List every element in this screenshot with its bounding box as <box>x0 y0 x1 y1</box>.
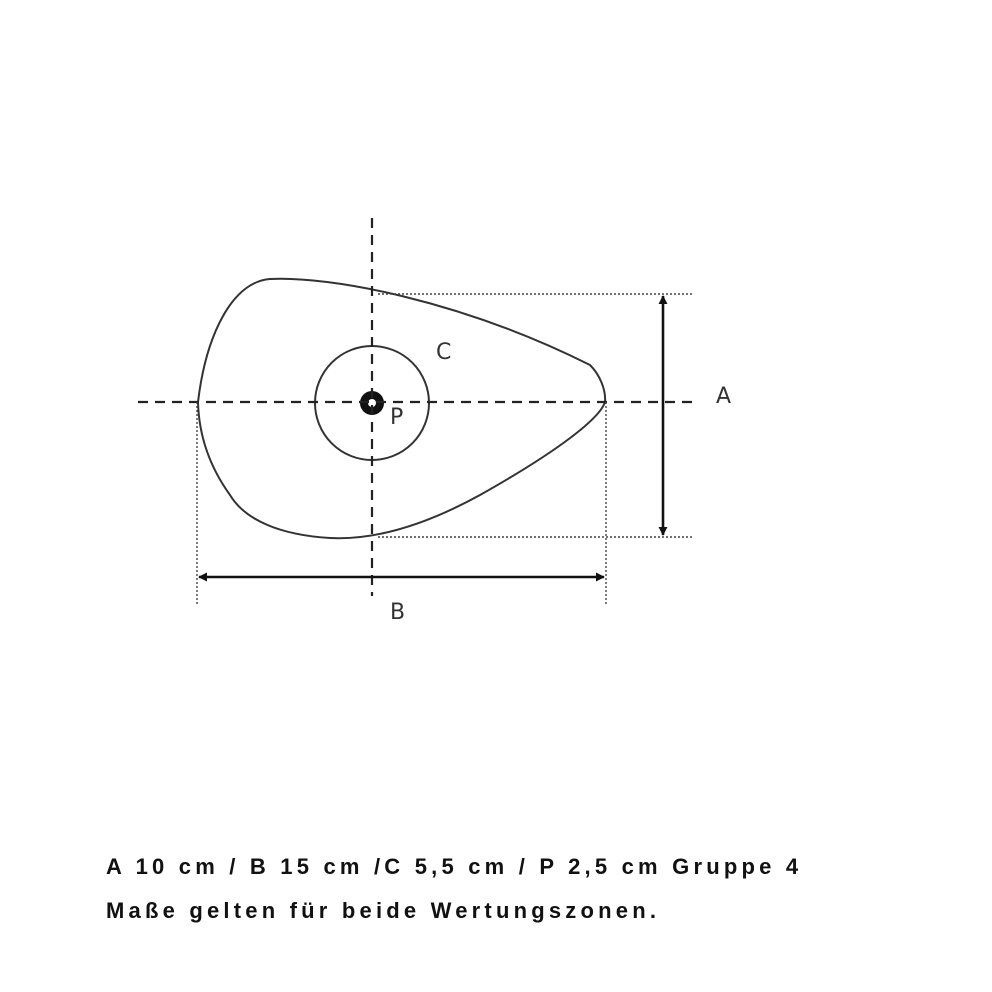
caption-dimensions: A 10 cm / B 15 cm /C 5,5 cm / P 2,5 cm G… <box>106 854 803 879</box>
label-a: A <box>716 384 731 409</box>
label-c: C <box>436 340 451 365</box>
center-point-hole <box>368 399 376 407</box>
label-p: P <box>390 405 403 430</box>
label-b: B <box>390 600 405 625</box>
outer-zone-outline <box>196 277 607 540</box>
caption-note: Maße gelten für beide Wertungszonen. <box>106 898 661 923</box>
